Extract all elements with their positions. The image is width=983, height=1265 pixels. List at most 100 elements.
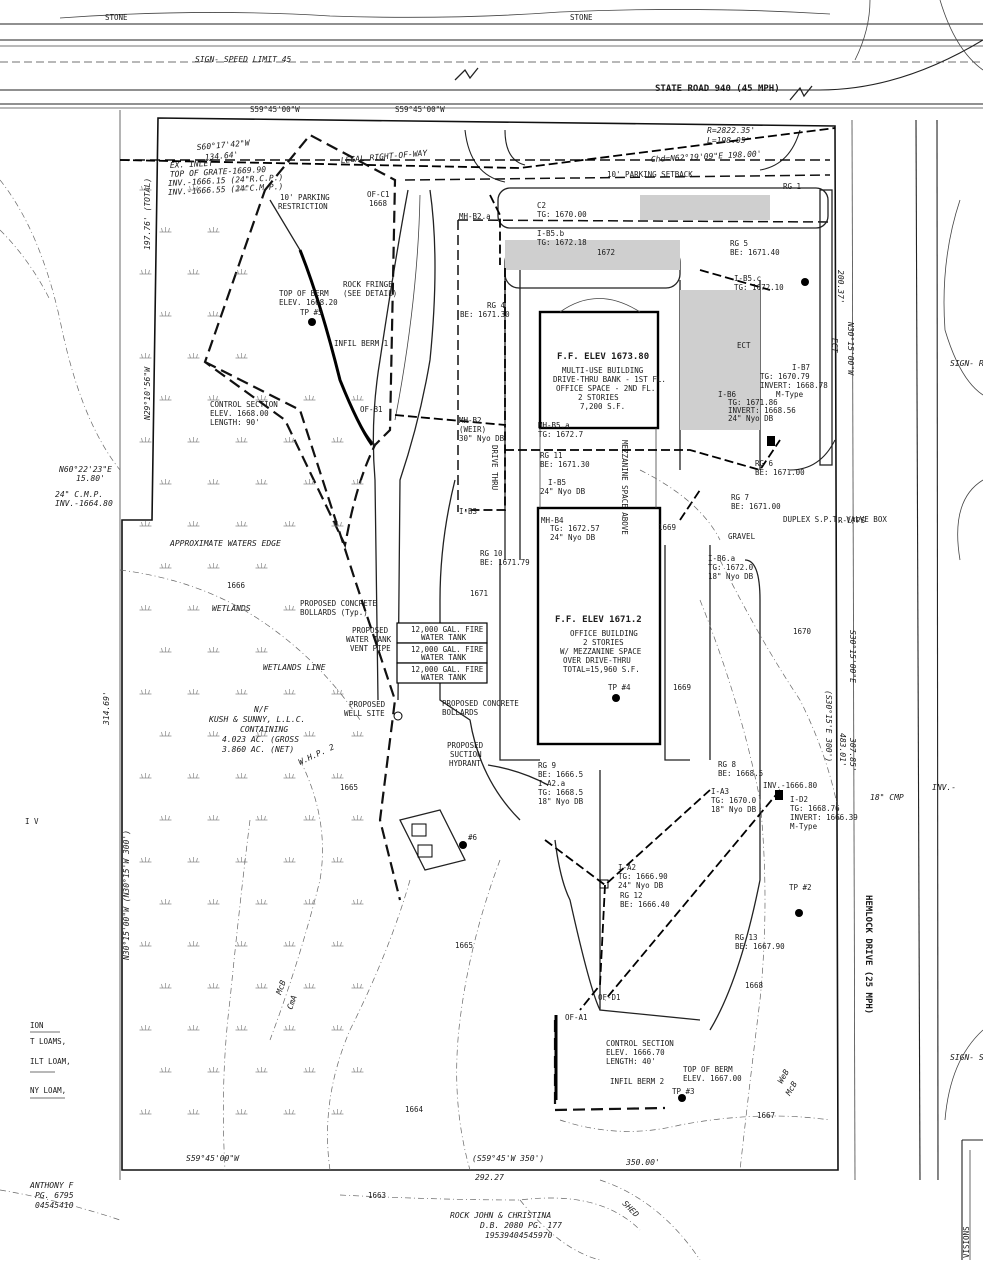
structure-markers	[459, 278, 809, 917]
marsh-tuft-icon	[303, 815, 316, 821]
mh-b4-db: 24" Nyo DB	[550, 533, 596, 542]
cs2-elev: ELEV. 1666.70	[606, 1048, 665, 1057]
marsh-tuft-icon	[283, 1025, 296, 1031]
bldg1-line2: DRIVE-THRU BANK - 1ST FL.	[553, 375, 666, 384]
rock-label: ROCK JOHN & CHRISTINA	[450, 1211, 551, 1220]
rg12-be: BE: 1666.40	[620, 900, 670, 909]
s30a-label: S30°15'00"E	[848, 630, 857, 683]
rock-fringe-swale	[372, 189, 521, 821]
cs1-elev: ELEV. 1668.00	[210, 409, 269, 418]
soils-4: NY LOAM,	[30, 1086, 66, 1095]
hydrant-label-2: SUCTION	[450, 750, 482, 759]
existing-contours	[0, 179, 841, 1261]
a2a-tg: TG: 1668.5	[538, 788, 583, 797]
rg8-label: RG 8	[718, 760, 737, 769]
s30b-label: (S30°15'E 300')	[824, 690, 833, 762]
contour-1669b: 1669	[673, 683, 691, 692]
soil-cma: CmA	[285, 994, 298, 1011]
rg4-label: RG 4	[487, 301, 506, 310]
marsh-tuft-icon	[235, 353, 248, 359]
n29-label: N29°10'56"W	[143, 366, 152, 421]
whp-label: W.H.P. 2	[297, 742, 336, 767]
marsh-tuft-icon	[207, 395, 220, 401]
marsh-tuft-icon	[159, 899, 172, 905]
tp5-label: TP #5	[300, 308, 323, 317]
marsh-tuft-icon	[255, 479, 268, 485]
rg11-be: BE: 1671.30	[540, 460, 590, 469]
marsh-tuft-icon	[187, 773, 200, 779]
ib5-db: 24" Nyo DB	[540, 487, 586, 496]
marsh-tuft-icon	[235, 269, 248, 275]
marsh-tuft-icon	[255, 731, 268, 737]
b5b-label: I-B5.b	[537, 229, 565, 238]
marsh-tuft-icon	[303, 983, 316, 989]
soils-underlines	[30, 1031, 65, 1099]
bearing-s60-label: S60°17'42"W	[196, 138, 251, 152]
tp2-label: TP #2	[789, 883, 812, 892]
road-label-stone-left: STONE	[105, 13, 128, 22]
parking-restriction-label: 10' PARKING	[280, 193, 330, 202]
parking-shade	[640, 195, 770, 220]
see-detail-label: (SEE DETAIL)	[343, 289, 397, 298]
marsh-tuft-icon	[187, 269, 200, 275]
hydrant-label-1: PROPOSED	[447, 741, 484, 750]
marsh-tuft-icon	[283, 605, 296, 611]
bollards-label-2b: BOLLARDS	[442, 708, 479, 717]
rg4-be: BE: 1671.30	[460, 310, 510, 319]
contour-1663: 1663	[368, 1191, 386, 1200]
b7-tg: TG: 1670.79	[760, 372, 810, 381]
revisions-label: VISIONS	[962, 1226, 971, 1258]
rg8-be: BE: 1668.5	[718, 769, 763, 778]
d483-label: 483.01'	[838, 733, 847, 767]
hydrant-label-3: HYDRANT	[449, 759, 481, 768]
frontage-bearing: S59°45'00"W	[250, 105, 300, 114]
chord-label: Chd=N62°19'09"E 198.00'	[651, 149, 762, 164]
frontage-bearing-2: S59°45'00"W	[395, 105, 445, 114]
marsh-tuft-icon	[235, 941, 248, 947]
c2-label: C2	[537, 201, 546, 210]
entrance-drives	[464, 129, 836, 471]
b6a-label: I-B6.a	[708, 554, 735, 563]
b6-label: I-B6	[718, 390, 737, 399]
marsh-tuft-icon	[207, 647, 220, 653]
marsh-tuft-icon	[139, 857, 152, 863]
marsh-tuft-icon	[159, 227, 172, 233]
marsh-tuft-icon	[255, 395, 268, 401]
marsh-tuft-icon	[159, 1067, 172, 1073]
cs2-label: CONTROL SECTION	[606, 1039, 674, 1048]
d1580-label: 15.80'	[76, 474, 105, 483]
bldg1-ffe: F.F. ELEV 1673.80	[557, 352, 649, 362]
marsh-tuft-icon	[283, 1109, 296, 1115]
s59-label: S59°45'00"W	[186, 1154, 240, 1163]
marsh-tuft-icon	[207, 479, 220, 485]
marsh-tuft-icon	[139, 437, 152, 443]
rg5-label: RG 5	[730, 239, 748, 248]
db2080-label: D.B. 2080 PG. 177	[479, 1221, 562, 1230]
marsh-tuft-icon	[235, 185, 248, 191]
marsh-tuft-icon	[207, 1067, 220, 1073]
setback-north-line	[457, 219, 831, 223]
marsh-tuft-icon	[159, 815, 172, 821]
d350-label: 350.00'	[625, 1158, 660, 1167]
contour-1672: 1672	[597, 248, 615, 257]
storm-pipe-network	[119, 127, 836, 1011]
a2-tg: TG: 1666.90	[618, 872, 668, 881]
marsh-tuft-icon	[303, 479, 316, 485]
property-boundary	[121, 117, 839, 1171]
marsh-tuft-icon	[303, 395, 316, 401]
mezzanine-label: MEZZANINE SPACE ABOVE	[620, 440, 629, 535]
marsh-tuft-icon	[255, 815, 268, 821]
building-canopy-arc	[559, 298, 641, 313]
mh-b5a-tg: TG: 1672.7	[538, 430, 583, 439]
marsh-tuft-icon	[139, 773, 152, 779]
bollards-label-1a: PROPOSED CONCRETE	[300, 599, 377, 608]
b6a-tg: TG: 1672.0	[708, 563, 754, 572]
a2a-db: 18" Nyo DB	[538, 797, 584, 806]
row-label: LEGAL RIGHT-OF-WAY	[340, 148, 428, 165]
marsh-tuft-icon	[351, 1067, 364, 1073]
marsh-tuft-icon	[331, 437, 344, 443]
marsh-tuft-icon	[207, 563, 220, 569]
marsh-tuft-icon	[159, 563, 172, 569]
bldg1-line3: OFFICE SPACE - 2ND FL.	[556, 384, 655, 393]
marsh-tuft-icon	[187, 437, 200, 443]
